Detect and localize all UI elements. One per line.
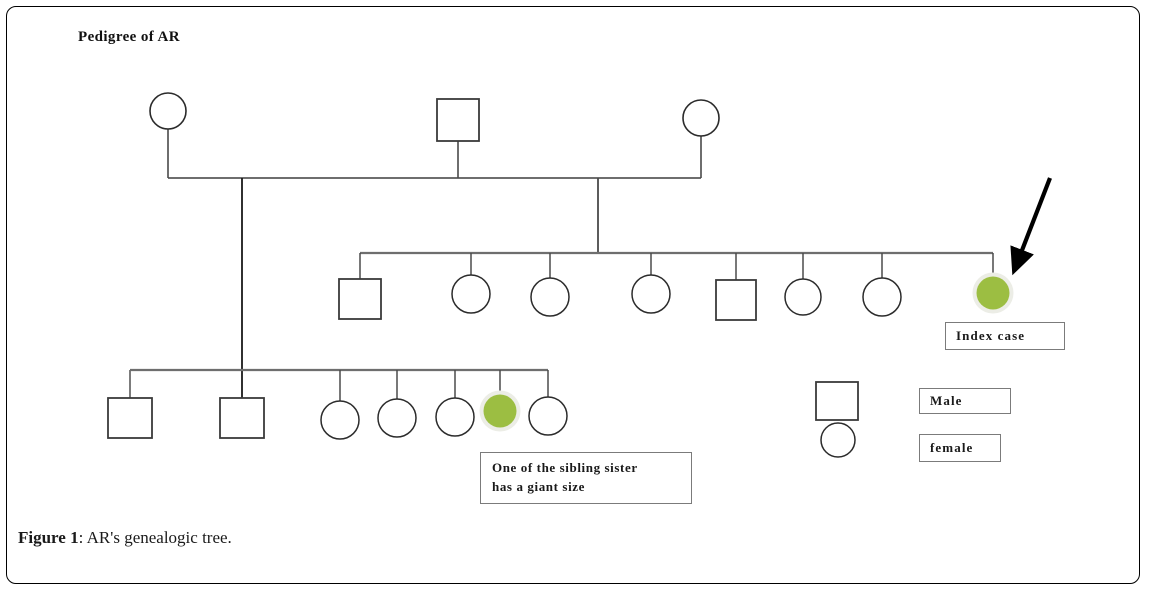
- legend-female-symbol: [820, 422, 856, 458]
- pedigree-symbol-male[interactable]: [219, 397, 265, 439]
- pedigree-symbol-female[interactable]: [631, 274, 671, 314]
- legend-female-label: female: [919, 434, 1001, 462]
- index-case-label: Index case: [945, 322, 1065, 350]
- sibling-note-label: One of the sibling sister has a giant si…: [480, 452, 692, 504]
- pedigree-symbol-female-affected-index[interactable]: [976, 276, 1010, 310]
- legend-male-label: Male: [919, 388, 1011, 414]
- index-case-arrow-icon: [1010, 177, 1052, 276]
- pedigree-symbol-female[interactable]: [451, 274, 491, 314]
- legend-symbols-group: [815, 381, 859, 458]
- pedigree-symbol-female-affected[interactable]: [483, 394, 517, 428]
- figure-caption-label: Figure 1: [18, 528, 79, 547]
- pedigree-symbol-female[interactable]: [528, 396, 568, 436]
- pedigree-symbol-male[interactable]: [715, 279, 757, 321]
- pedigree-symbol-female[interactable]: [682, 99, 720, 137]
- page-title: Pedigree of AR: [78, 29, 180, 45]
- pedigree-symbol-female[interactable]: [377, 398, 417, 438]
- pedigree-symbol-male[interactable]: [338, 278, 382, 320]
- pedigree-symbol-female[interactable]: [530, 277, 570, 317]
- pedigree-symbol-female[interactable]: [862, 277, 902, 317]
- sibling-note-line-1: One of the sibling sister: [492, 460, 638, 476]
- pedigree-symbol-male[interactable]: [107, 397, 153, 439]
- generation-3-group: [107, 368, 568, 440]
- pedigree-symbol-male[interactable]: [436, 98, 480, 142]
- figure-caption-text: : AR's genealogic tree.: [78, 528, 232, 547]
- pedigree-symbol-female[interactable]: [149, 92, 187, 130]
- generation-2-group: [338, 251, 1014, 321]
- pedigree-symbol-female[interactable]: [784, 278, 822, 316]
- generation-1-group: [149, 92, 720, 179]
- pedigree-symbol-female[interactable]: [435, 397, 475, 437]
- legend-male-symbol: [815, 381, 859, 421]
- figure-caption: Figure 1: AR's genealogic tree.: [18, 528, 232, 548]
- pedigree-symbol-female[interactable]: [320, 400, 360, 440]
- sibling-note-line-2: has a giant size: [492, 479, 586, 494]
